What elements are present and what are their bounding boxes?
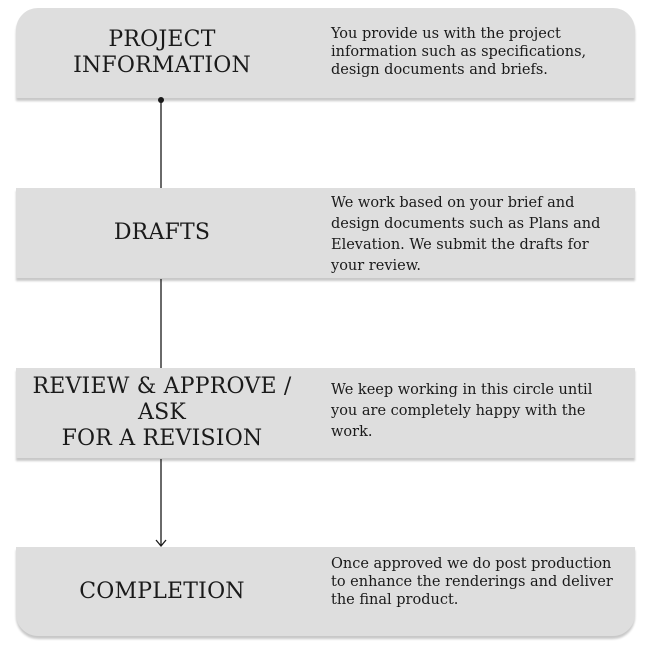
arrow-head-icon — [155, 539, 167, 548]
step-title: COMPLETION — [16, 547, 308, 636]
step-title: DRAFTS — [16, 188, 308, 278]
step-title: REVIEW & APPROVE / ASK FOR A REVISION — [16, 368, 308, 458]
step-description: We work based on your brief and design d… — [331, 195, 601, 274]
step-title: PROJECT INFORMATION — [16, 8, 308, 98]
step-drafts: DRAFTS We work based on your brief and d… — [16, 188, 635, 278]
step-description: You provide us with the project informat… — [331, 26, 587, 78]
step-completion: COMPLETION Once approved we do post prod… — [16, 547, 635, 636]
step-description: We keep working in this circle until you… — [331, 382, 593, 440]
step-review-approve: REVIEW & APPROVE / ASK FOR A REVISION We… — [16, 368, 635, 458]
step-title-line: DRAFTS — [113, 220, 211, 245]
step-title-line: COMPLETION — [79, 578, 245, 604]
step-title-line: REVIEW & APPROVE / ASK — [32, 374, 292, 425]
step-description: Once approved we do post production to e… — [331, 556, 613, 608]
step-title-line: INFORMATION — [73, 53, 251, 78]
step-title-line: FOR A REVISION — [61, 426, 263, 451]
step-title-line: PROJECT — [108, 27, 216, 52]
step-project-information: PROJECT INFORMATION You provide us with … — [16, 8, 635, 98]
